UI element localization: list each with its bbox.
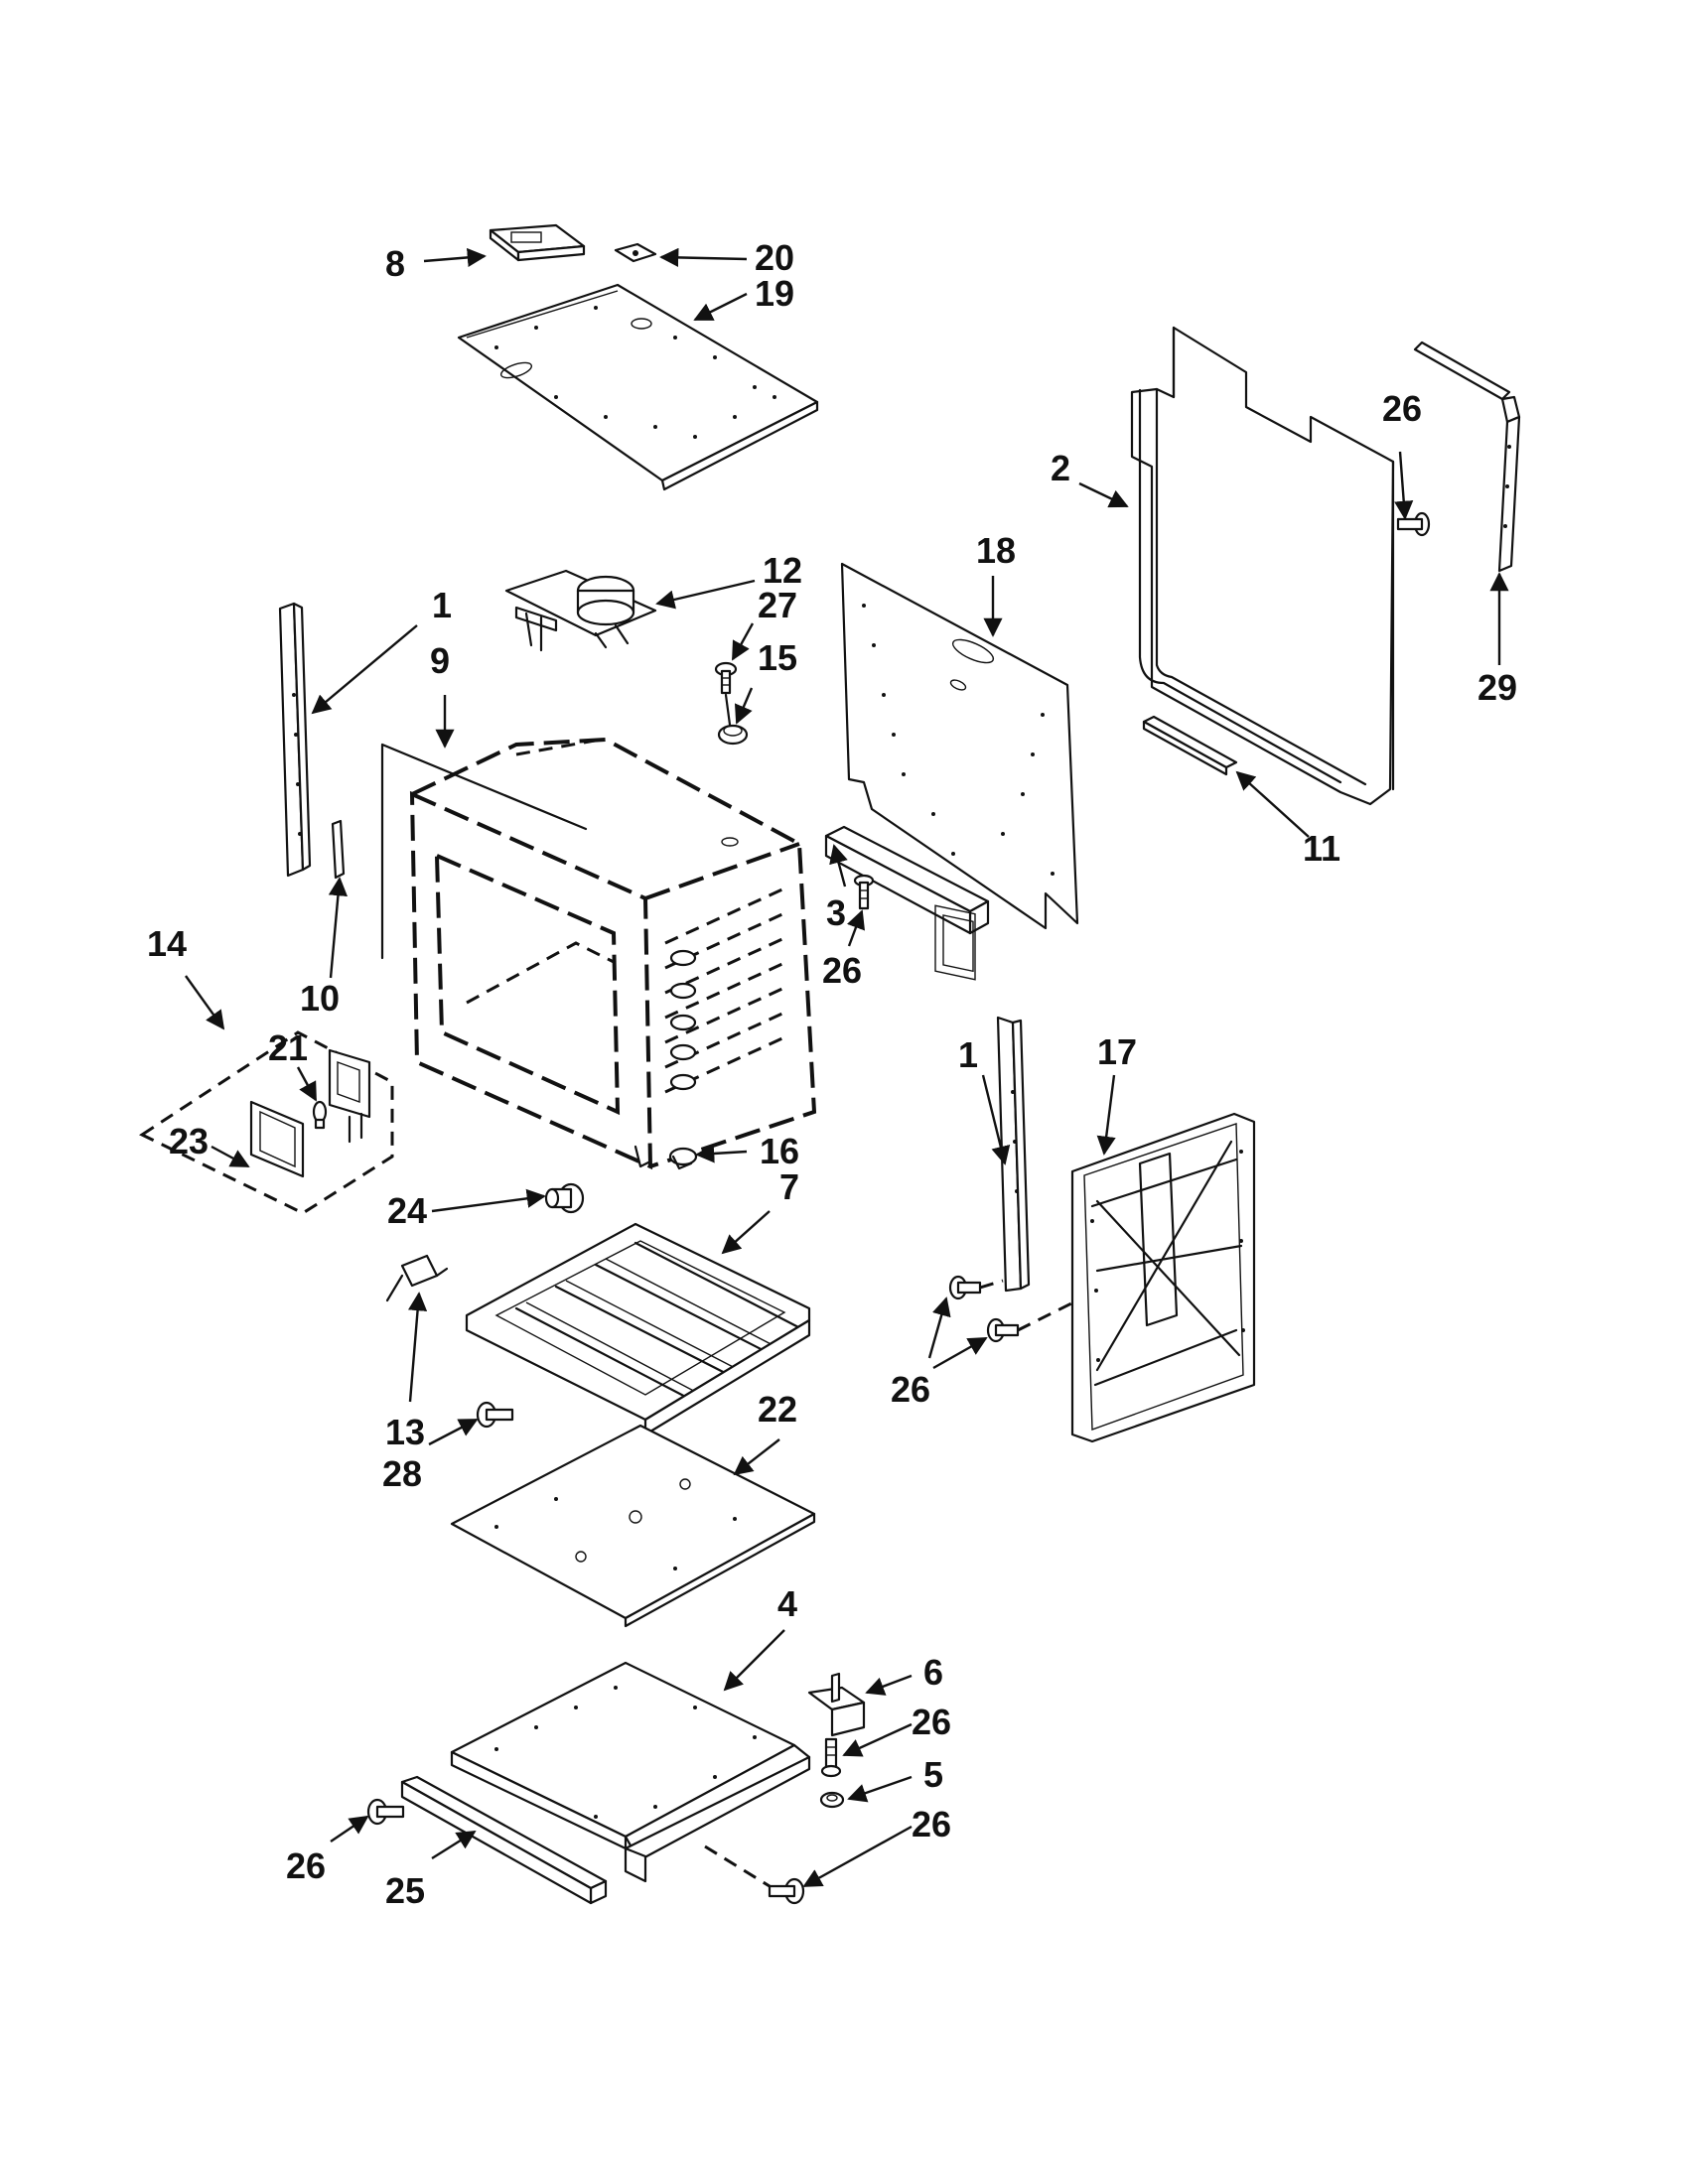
- part-20-plate: [614, 242, 657, 263]
- part-6-leveling-bracket: [807, 1672, 866, 1737]
- callout-10: 10: [300, 978, 340, 1019]
- part-14-light-assembly: [138, 1030, 394, 1215]
- callout-27: 27: [758, 585, 797, 625]
- part-28-screw: [476, 1401, 514, 1429]
- part-18-rear-panel: [840, 562, 1079, 981]
- part-17-side-panel: [1070, 1112, 1256, 1443]
- callout-1b: 1: [958, 1034, 978, 1075]
- callout-20: 20: [755, 237, 794, 278]
- part-26-screw-b: [853, 874, 875, 910]
- part-3-rear-bracket: [824, 825, 990, 935]
- part-26-screw-f: [366, 1798, 405, 1826]
- callout-8: 8: [385, 243, 405, 284]
- callout-28: 28: [382, 1453, 422, 1494]
- part-22-bottom-panel: [450, 1424, 816, 1628]
- callout-labels: 8 20 19 26 2 12 27 15 18 1 9 29 11 3 26 …: [147, 237, 1517, 1911]
- part-11-bracket: [1142, 715, 1238, 776]
- part-1-side-rail-left: [278, 602, 312, 878]
- part-4-base-frame: [450, 1661, 811, 1883]
- callout-26d: 26: [912, 1702, 951, 1742]
- callout-26e: 26: [912, 1804, 951, 1844]
- part-26-screw-c2: [986, 1298, 1078, 1343]
- callout-11: 11: [1303, 828, 1340, 869]
- part-16-rack-support: [668, 1147, 698, 1170]
- callout-21: 21: [268, 1027, 308, 1068]
- callout-9: 9: [430, 640, 450, 681]
- part-26-screw-d: [820, 1737, 842, 1778]
- callout-7: 7: [779, 1166, 799, 1207]
- part-9-oven-cavity: [380, 737, 817, 1170]
- callout-26a: 26: [1382, 388, 1422, 429]
- part-29-side-trim: [1413, 341, 1521, 573]
- callout-13: 13: [385, 1412, 425, 1452]
- part-7-bottom-tray: [465, 1222, 811, 1436]
- part-12-latch: [504, 569, 657, 652]
- part-8-bracket: [489, 223, 586, 262]
- callout-26c: 26: [891, 1369, 930, 1410]
- part-27-screw: [714, 661, 738, 695]
- part-13-switch: [385, 1254, 449, 1302]
- callout-16: 16: [760, 1131, 799, 1171]
- callout-17: 17: [1097, 1031, 1137, 1072]
- part-19-top-panel: [457, 283, 819, 491]
- part-26-screw-c1: [948, 1275, 1004, 1300]
- part-2-rear-wrapper: [1130, 326, 1395, 806]
- callout-1a: 1: [432, 585, 452, 625]
- callout-22: 22: [758, 1389, 797, 1430]
- part-24-grommet: [544, 1182, 585, 1214]
- callout-19: 19: [755, 273, 794, 314]
- callout-2: 2: [1051, 448, 1070, 488]
- part-26-screw-a: [1396, 511, 1431, 537]
- part-26-screw-e: [704, 1844, 805, 1905]
- callout-12: 12: [763, 550, 802, 591]
- callout-5: 5: [923, 1754, 943, 1795]
- part-15-sensor: [717, 693, 749, 746]
- callout-18: 18: [976, 530, 1016, 571]
- part-5-leveling-foot: [819, 1791, 845, 1809]
- callout-3: 3: [826, 892, 846, 933]
- callout-26f: 26: [286, 1845, 326, 1886]
- part-10-strip: [331, 819, 346, 880]
- callout-29: 29: [1477, 667, 1517, 708]
- callout-15: 15: [758, 637, 797, 678]
- callout-23: 23: [169, 1121, 209, 1161]
- callout-24: 24: [387, 1190, 427, 1231]
- callout-26b: 26: [822, 950, 862, 991]
- callout-6: 6: [923, 1652, 943, 1693]
- leader-lines: [185, 247, 1509, 1888]
- callout-14: 14: [147, 923, 187, 964]
- part-25-front-rail: [400, 1775, 608, 1905]
- callout-4: 4: [777, 1583, 797, 1624]
- callout-25: 25: [385, 1870, 425, 1911]
